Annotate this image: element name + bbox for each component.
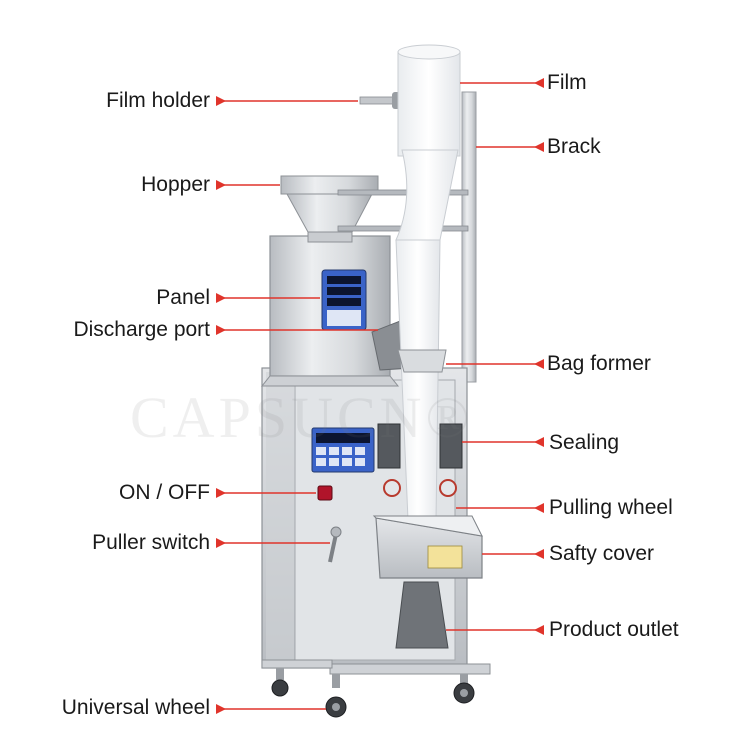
- safety-cover: [372, 515, 483, 579]
- puller-lever: [328, 526, 342, 563]
- power-switch: [317, 485, 333, 501]
- base-frame: [261, 659, 491, 688]
- label-film-holder: Film holder: [106, 89, 210, 112]
- label-hopper: Hopper: [141, 173, 210, 196]
- label-film: Film: [547, 71, 587, 94]
- universal-wheels: [271, 679, 475, 718]
- label-product-outlet: Product outlet: [549, 618, 679, 641]
- label-panel: Panel: [156, 286, 210, 309]
- film-roll: [395, 44, 461, 521]
- upper-box: [260, 235, 400, 387]
- annotation-arrows: [216, 78, 544, 714]
- label-brack: Brack: [547, 135, 601, 158]
- watermark: CAPSUCN®: [130, 385, 474, 450]
- label-universal-wheel: Universal wheel: [61, 696, 210, 719]
- bag-former: [397, 349, 447, 373]
- product-outlet: [395, 581, 449, 649]
- label-puller-switch: Puller switch: [92, 531, 210, 554]
- label-discharge-port: Discharge port: [73, 318, 210, 341]
- label-safty-cover: Safty cover: [549, 542, 655, 565]
- label-pulling-wheel: Pulling wheel: [549, 496, 673, 519]
- label-sealing: Sealing: [549, 431, 620, 454]
- hopper: [280, 175, 379, 243]
- bracket: [461, 91, 477, 383]
- label-bag-former: Bag former: [547, 352, 651, 375]
- control-panel-lower: [311, 427, 375, 473]
- pulling-wheels: [383, 479, 457, 497]
- sealing-jaws: [377, 423, 463, 469]
- label-on-off: ON / OFF: [119, 481, 210, 504]
